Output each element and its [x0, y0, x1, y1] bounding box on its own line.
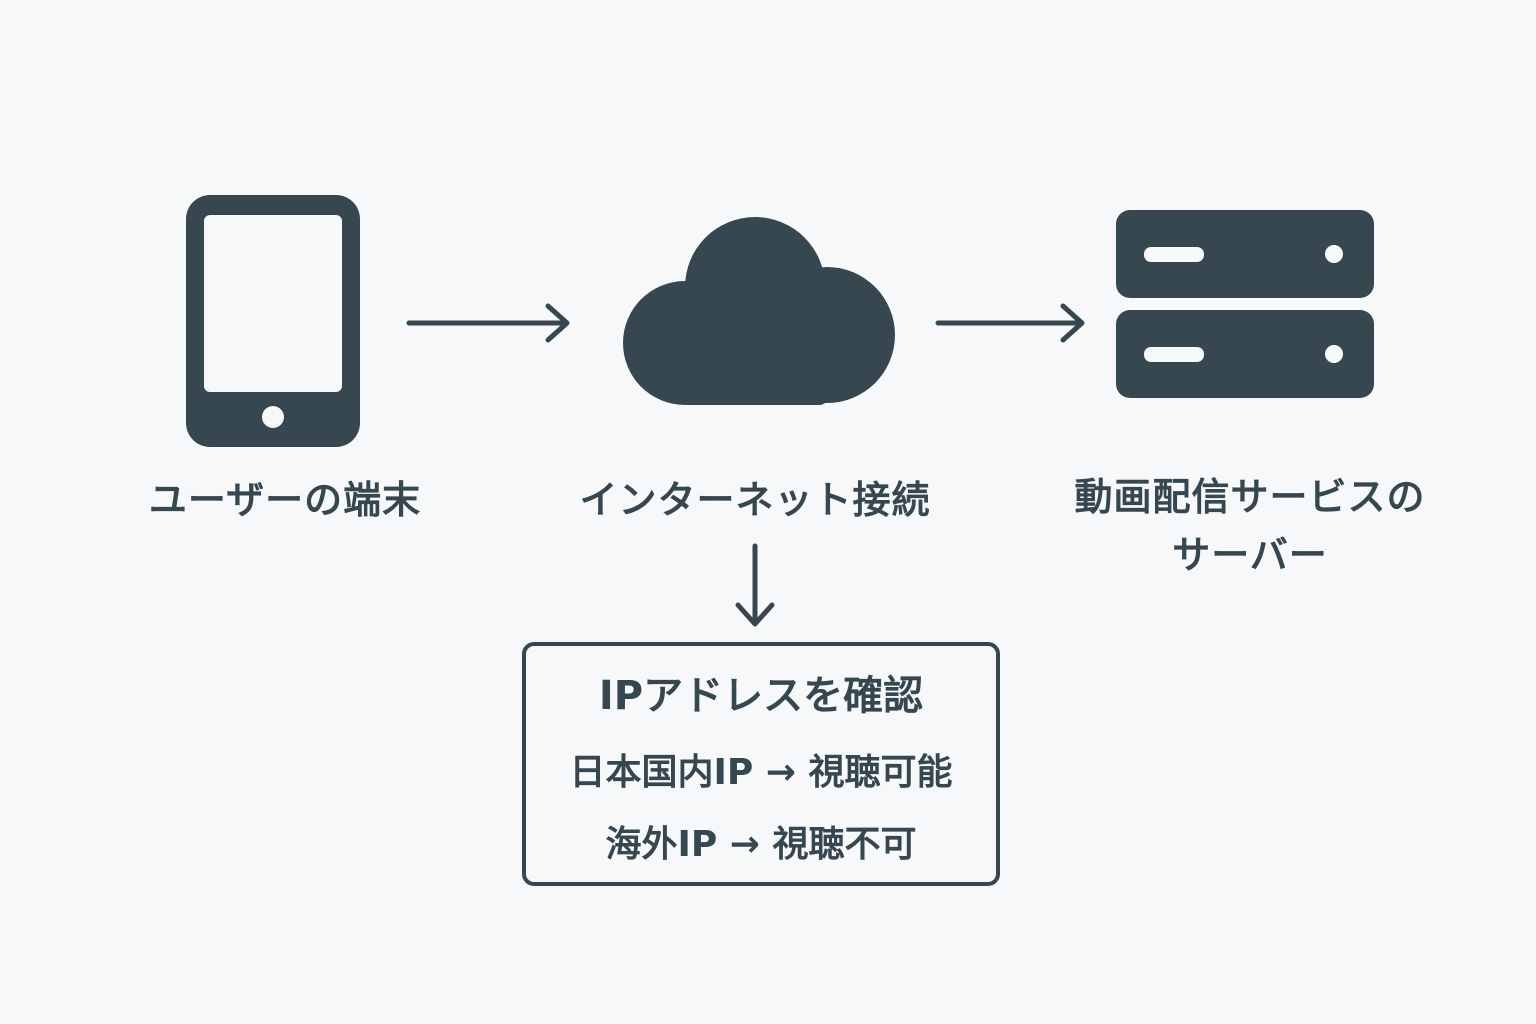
ip-check-box: IPアドレスを確認 日本国内IP → 視聴可能 海外IP → 視聴不可	[522, 642, 1000, 886]
server-icon	[1116, 210, 1374, 398]
ip-check-title: IPアドレスを確認	[598, 673, 924, 719]
server-label: 動画配信サービスの サーバー	[1040, 468, 1460, 584]
arrow-internet-to-server	[935, 303, 1085, 343]
domestic-ip-rule: 日本国内IP → 視聴可能	[569, 752, 953, 793]
device-label: ユーザーの端末	[148, 478, 422, 522]
server-label-line2: サーバー	[1172, 533, 1328, 577]
smartphone-icon	[186, 195, 360, 447]
server-label-line1: 動画配信サービスの	[1074, 475, 1426, 519]
arrow-device-to-internet	[406, 303, 570, 343]
internet-label: インターネット接続	[579, 478, 931, 522]
arrow-internet-to-ip-check	[735, 543, 775, 627]
cloud-icon	[623, 217, 895, 405]
overseas-ip-rule: 海外IP → 視聴不可	[605, 824, 917, 865]
